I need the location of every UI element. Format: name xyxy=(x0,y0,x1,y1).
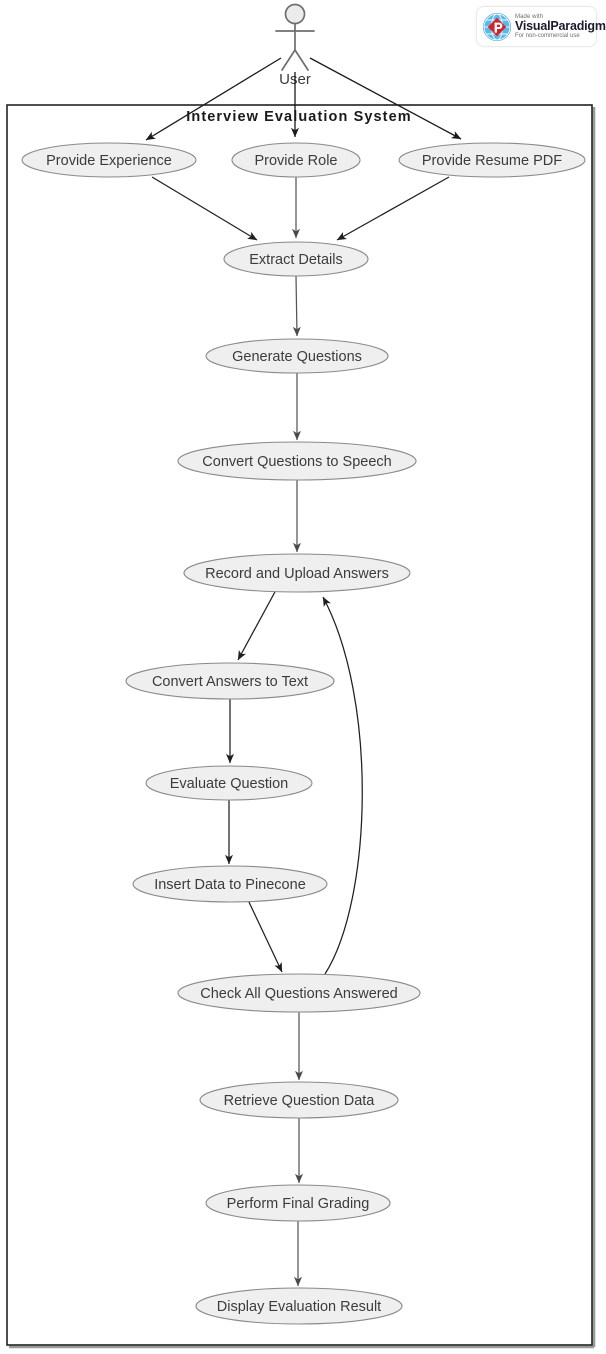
use-case-label: Check All Questions Answered xyxy=(200,986,397,1002)
use-case-insert-data-to-pinecone[interactable]: Insert Data to Pinecone xyxy=(132,865,328,903)
use-case-ellipse[interactable] xyxy=(223,241,369,277)
globe-icon xyxy=(482,12,512,42)
use-case-check-all-questions-answered[interactable]: Check All Questions Answered xyxy=(177,973,421,1013)
use-case-ellipse[interactable] xyxy=(145,765,313,801)
association-user-to-provide-resume-pdf xyxy=(309,57,462,140)
use-case-generate-questions[interactable]: Generate Questions xyxy=(205,338,389,374)
watermark-license-label: For non-commercial use xyxy=(515,33,580,40)
use-case-provide-experience[interactable]: Provide Experience xyxy=(21,142,197,178)
use-case-label: Provide Resume PDF xyxy=(422,153,562,169)
use-case-convert-questions-to-speech[interactable]: Convert Questions to Speech xyxy=(177,441,417,481)
watermark-made-with-label: Made with xyxy=(515,13,544,20)
use-case-label: Provide Experience xyxy=(46,153,172,169)
use-case-evaluate-question[interactable]: Evaluate Question xyxy=(145,765,313,801)
use-case-ellipse[interactable] xyxy=(183,553,411,593)
use-case-label: Perform Final Grading xyxy=(227,1196,370,1212)
flow-record-upload-to-convert-answers-to-text xyxy=(237,589,277,661)
flow-extract-details-to-generate-questions xyxy=(292,275,301,337)
use-case-label: Insert Data to Pinecone xyxy=(154,877,306,893)
use-case-ellipse[interactable] xyxy=(199,1081,399,1119)
use-case-ellipse[interactable] xyxy=(398,142,586,178)
boundary-rect xyxy=(6,104,593,1346)
use-case-provide-resume-pdf[interactable]: Provide Resume PDF xyxy=(398,142,586,178)
flow-insert-pinecone-to-check-all-answered xyxy=(247,899,283,973)
use-case-label: Display Evaluation Result xyxy=(217,1299,381,1315)
flow-lines xyxy=(151,176,450,1287)
use-case-label: Record and Upload Answers xyxy=(205,566,389,582)
use-case-label: Provide Role xyxy=(254,153,337,169)
use-case-ellipse[interactable] xyxy=(125,662,335,700)
use-case-ellipse[interactable] xyxy=(205,1184,391,1222)
use-case-ellipse[interactable] xyxy=(205,338,389,374)
association-lines xyxy=(145,57,462,141)
system-boundary: Interview Evaluation System xyxy=(6,104,596,1349)
use-case-label: Generate Questions xyxy=(232,349,362,365)
use-case-provide-role[interactable]: Provide Role xyxy=(231,142,361,178)
use-case-retrieve-question-data[interactable]: Retrieve Question Data xyxy=(199,1081,399,1119)
watermark-product-label: VisualParadigm xyxy=(515,18,606,33)
flow-provide-resume-pdf-to-extract-details xyxy=(336,176,450,241)
association-user-to-provide-experience xyxy=(145,57,282,141)
use-case-ellipse[interactable] xyxy=(231,142,361,178)
use-case-label: Convert Answers to Text xyxy=(152,674,308,690)
use-case-label: Evaluate Question xyxy=(170,776,289,792)
red-diamond-icon xyxy=(487,17,507,36)
use-case-display-evaluation-result[interactable]: Display Evaluation Result xyxy=(195,1287,403,1325)
use-case-ellipse[interactable] xyxy=(21,142,197,178)
use-case-ellipse[interactable] xyxy=(177,973,421,1013)
use-case-ellipse[interactable] xyxy=(177,441,417,481)
use-case-label: Extract Details xyxy=(249,252,342,268)
use-case-convert-answers-to-text[interactable]: Convert Answers to Text xyxy=(125,662,335,700)
actor-legs-line xyxy=(281,49,309,71)
use-case-record-and-upload-answers[interactable]: Record and Upload Answers xyxy=(183,553,411,593)
visual-paradigm-watermark: Made with VisualParadigm For non-commerc… xyxy=(477,7,606,46)
flow-check-all-answered-to-record-upload xyxy=(322,596,363,975)
boundary-shadow xyxy=(9,107,596,1349)
use-case-ellipse[interactable] xyxy=(195,1287,403,1325)
flow-provide-experience-to-extract-details xyxy=(151,176,258,241)
use-case-label: Retrieve Question Data xyxy=(224,1093,376,1109)
use-case-ellipse[interactable] xyxy=(132,865,328,903)
boundary-title: Interview Evaluation System xyxy=(186,109,412,125)
use-case-extract-details[interactable]: Extract Details xyxy=(223,241,369,277)
use-case-perform-final-grading[interactable]: Perform Final Grading xyxy=(205,1184,391,1222)
actor-head-icon xyxy=(284,3,306,25)
use-case-label: Convert Questions to Speech xyxy=(202,454,391,470)
